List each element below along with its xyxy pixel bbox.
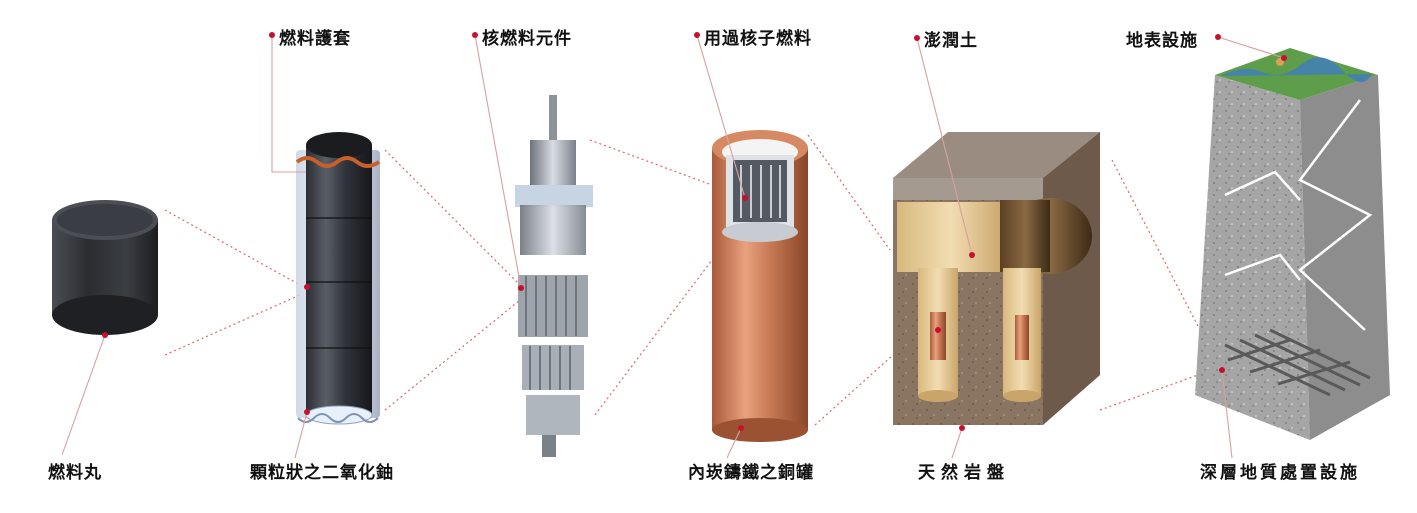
rock-block-illustration bbox=[893, 132, 1100, 425]
leader-lines bbox=[61, 34, 1285, 459]
label-uo2: 顆粒狀之二氧化鈾 bbox=[250, 463, 394, 483]
label-pellet: 燃料丸 bbox=[48, 463, 102, 483]
label-canister: 內崁鑄鐵之銅罐 bbox=[688, 463, 814, 483]
label-surface: 地表設施 bbox=[1126, 31, 1198, 51]
pellet-illustration bbox=[52, 200, 158, 335]
canister-illustration bbox=[712, 130, 808, 442]
fuel-assembly-illustration bbox=[515, 95, 593, 457]
label-assembly: 核燃料元件 bbox=[482, 29, 572, 49]
label-bentonite: 澎潤土 bbox=[924, 31, 978, 51]
label-cladding: 燃料護套 bbox=[279, 29, 351, 49]
label-repository: 深層地質處置設施 bbox=[1200, 463, 1360, 483]
stage-connectors bbox=[164, 134, 1201, 426]
label-bedrock: 天然岩盤 bbox=[918, 463, 1010, 483]
marker-dots bbox=[102, 32, 1287, 431]
repository-illustration bbox=[1195, 48, 1390, 440]
label-spent-fuel: 用過核子燃料 bbox=[704, 29, 812, 49]
fuel-rod-illustration bbox=[295, 132, 381, 425]
